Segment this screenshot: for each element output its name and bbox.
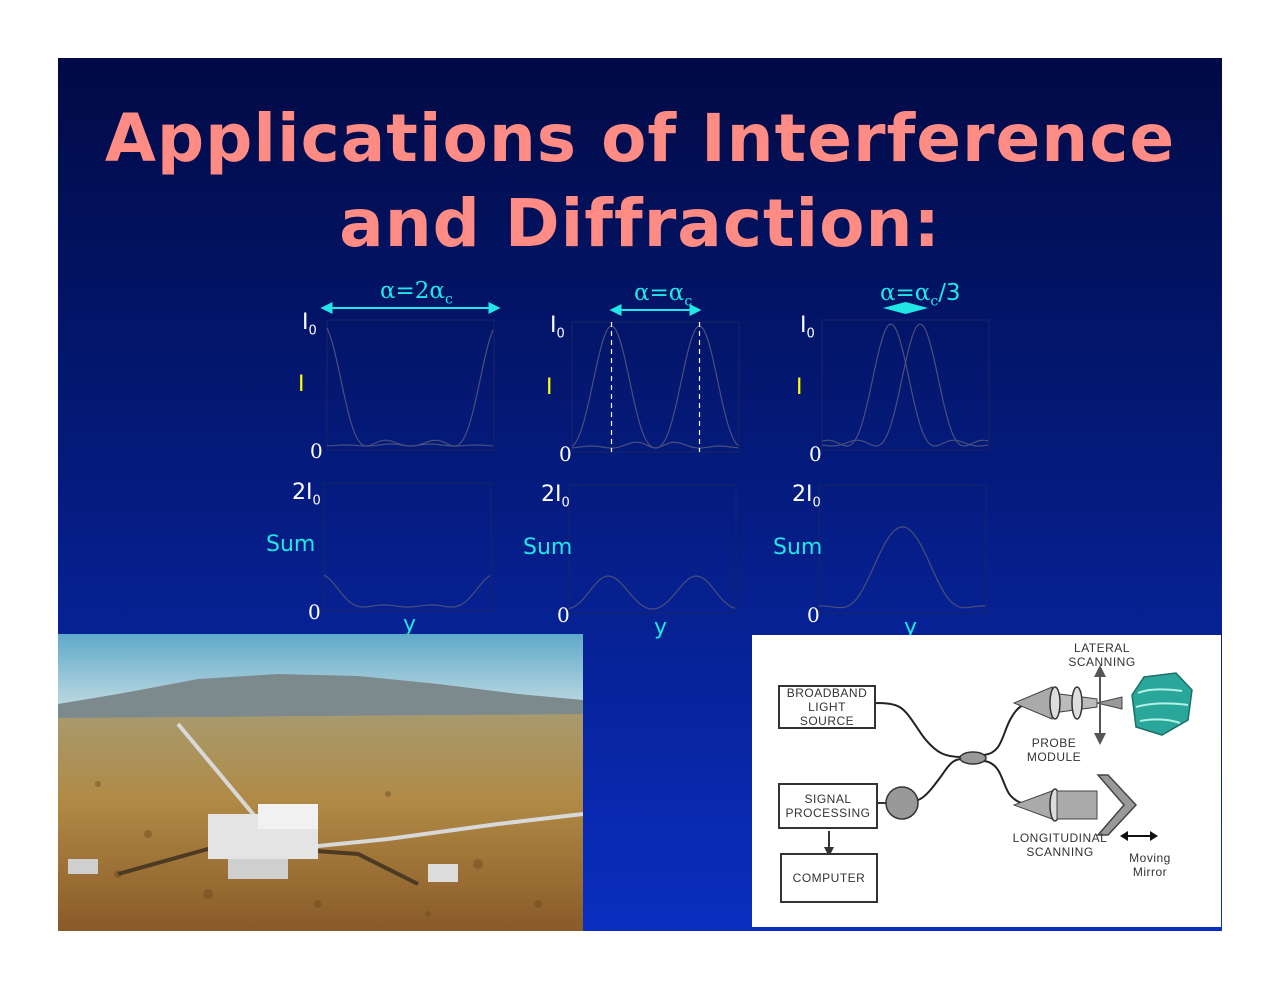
bottom-max-label-3: 2I0 xyxy=(792,482,821,511)
alpha-label-2: α=αc xyxy=(634,280,693,310)
top-zero-label-1: 0 xyxy=(310,439,323,463)
sum-curve xyxy=(568,575,736,610)
arrow-head-left xyxy=(320,302,333,314)
top-ylabel-2: I xyxy=(546,375,553,400)
x-axis-label-2: y xyxy=(654,615,668,640)
sum-curve xyxy=(818,526,985,609)
top-plot-frame xyxy=(571,321,740,453)
bottom-plot-frame xyxy=(323,482,492,612)
computer-box: COMPUTER xyxy=(780,853,878,903)
top-max-label-1: I0 xyxy=(302,310,317,339)
bottom-zero-label-3: 0 xyxy=(807,603,820,627)
bottom-ylabel-1: Sum xyxy=(266,532,316,557)
top-ylabel-1: I xyxy=(298,372,305,397)
top-max-label-2: I0 xyxy=(550,313,565,342)
alpha-label-3: α=αc/3 xyxy=(880,280,961,310)
intensity-curve-2 xyxy=(326,329,494,447)
sum-curve xyxy=(323,574,491,608)
alpha-label-1: α=2αc xyxy=(380,278,453,308)
intensity-curve-1 xyxy=(821,323,989,447)
interferometer-aerial-photo xyxy=(58,634,583,931)
arrow-head-left xyxy=(609,304,622,316)
intensity-curve-2 xyxy=(571,325,739,449)
separation-arrow xyxy=(882,302,929,314)
x-axis-label-3: y xyxy=(904,615,918,640)
arrow-head-right xyxy=(488,302,501,314)
bottom-plot-frame xyxy=(568,484,737,614)
intensity-curve-2 xyxy=(821,323,989,447)
bottom-max-label-2: 2I0 xyxy=(541,482,570,511)
bottom-max-label-1: 2I0 xyxy=(292,480,321,509)
x-axis-label-1: y xyxy=(403,612,417,637)
bottom-ylabel-2: Sum xyxy=(523,535,573,560)
intensity-curve-1 xyxy=(571,325,739,449)
slide-title-line1: Applications of Interference xyxy=(104,100,1176,177)
arrow-head-right xyxy=(689,304,702,316)
slide-title-line2: and Diffraction: xyxy=(339,185,941,262)
top-ylabel-3: I xyxy=(796,375,803,400)
top-plot-frame xyxy=(326,319,495,451)
bottom-plot-frame xyxy=(818,484,987,614)
top-zero-label-3: 0 xyxy=(809,442,822,466)
bottom-zero-label-1: 0 xyxy=(308,600,321,624)
bottom-ylabel-3: Sum xyxy=(773,535,823,560)
bottom-zero-label-2: 0 xyxy=(557,603,570,627)
top-zero-label-2: 0 xyxy=(559,442,572,466)
top-max-label-3: I0 xyxy=(800,313,815,342)
top-plot-frame xyxy=(821,319,990,451)
